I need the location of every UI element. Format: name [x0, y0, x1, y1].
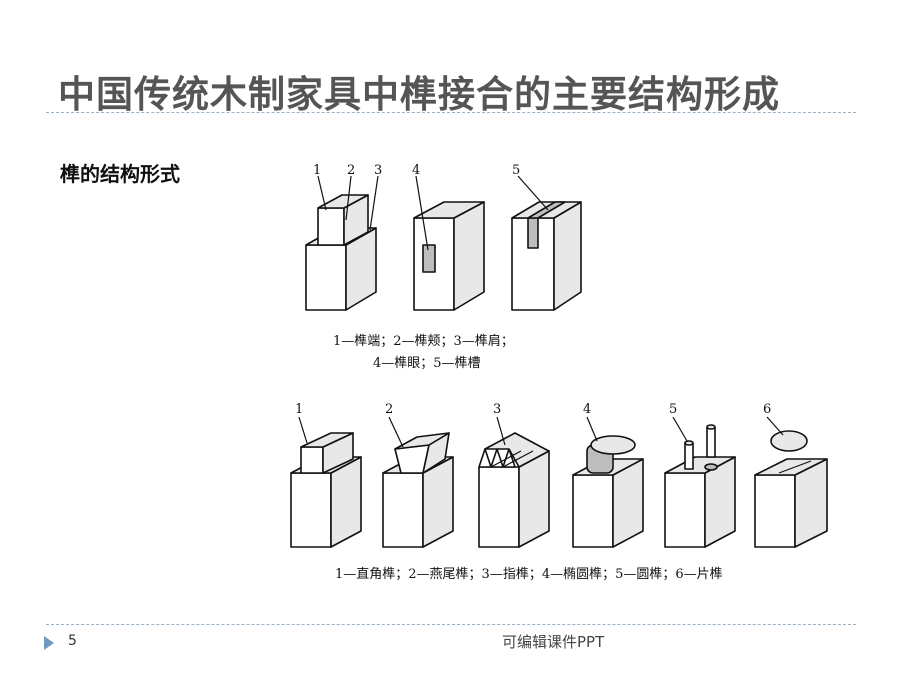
- footer-divider: [46, 624, 856, 625]
- fig-bottom-label-1: 1: [295, 402, 303, 417]
- biscuit-tenon-diagram: [754, 430, 828, 548]
- fig-bottom-label-5: 5: [669, 402, 677, 417]
- slide-triangle-icon: [44, 636, 54, 650]
- title-divider: [46, 112, 856, 113]
- fig-bottom-caption: 1—直角榫；2—燕尾榫；3—指榫；4—椭圆榫；5—圆榫；6—片榫: [335, 567, 723, 582]
- fig-top-label-4: 4: [412, 163, 420, 178]
- footer-text: 可编辑课件PPT: [502, 633, 605, 651]
- groove-block-diagram: [511, 201, 582, 311]
- page-number: 5: [68, 633, 77, 649]
- fig-top-caption-line1: 1—榫端；2—榫颊；3—榫肩；: [333, 334, 514, 349]
- mortise-block-diagram: [413, 201, 485, 311]
- fig-top-label-3: 3: [374, 163, 382, 178]
- fig-bottom-label-2: 2: [385, 402, 393, 417]
- fig-bottom-label-4: 4: [583, 402, 591, 417]
- right-angle-tenon-diagram: [290, 432, 362, 548]
- dowel-tenon-diagram: [664, 424, 736, 548]
- oval-tenon-diagram: [572, 435, 644, 548]
- dovetail-tenon-diagram: [382, 432, 454, 548]
- slide-title: 中国传统木制家具中榫接合的主要结构形成: [58, 73, 780, 116]
- tenon-parts-figure: 1 2 3 4 5: [296, 150, 596, 350]
- fig-top-caption-line2: 4—榫眼；5—榫槽: [373, 356, 481, 371]
- fig-top-label-5: 5: [512, 163, 520, 178]
- slide-subtitle: 榫的结构形式: [60, 162, 180, 186]
- finger-tenon-diagram: [478, 432, 550, 548]
- tenon-types-figure: 1 2 3 4 5 6: [283, 395, 843, 560]
- tenon-block-diagram: [305, 194, 377, 311]
- fig-bottom-label-6: 6: [763, 402, 771, 417]
- fig-top-label-1: 1: [313, 163, 321, 178]
- fig-bottom-label-3: 3: [493, 402, 501, 417]
- fig-top-label-2: 2: [347, 163, 355, 178]
